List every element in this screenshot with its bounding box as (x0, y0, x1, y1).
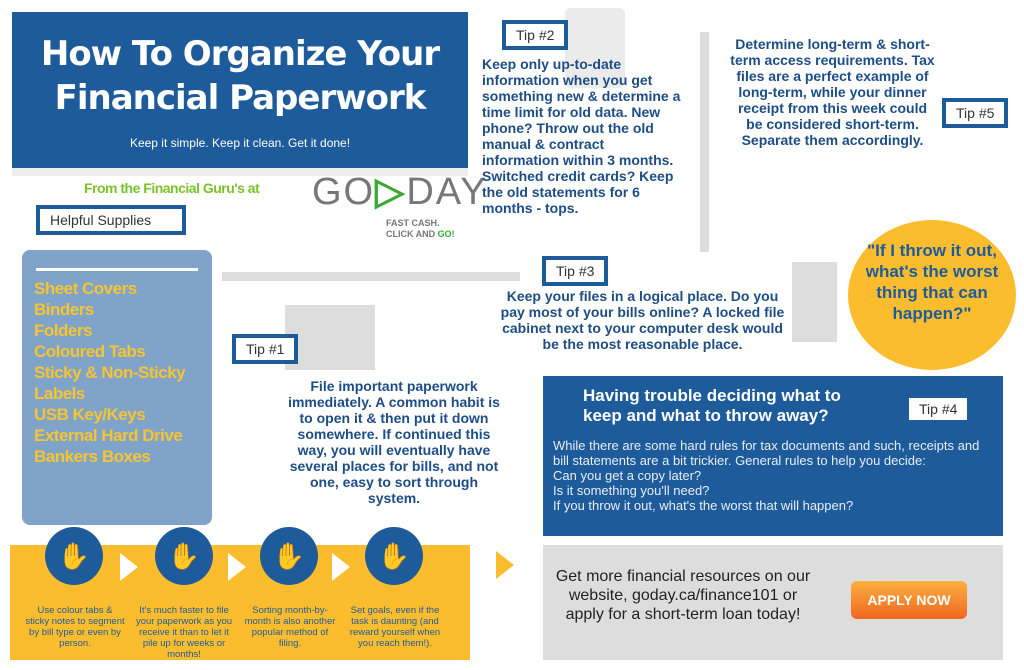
trouble-intro: While there are some hard rules for tax … (553, 438, 980, 468)
supply-item: Folders (34, 321, 92, 340)
tip5-text: Determine long-term & short-term access … (730, 36, 935, 148)
divider (222, 272, 520, 281)
supplies-list: Sheet Covers Binders Folders Coloured Ta… (34, 278, 186, 467)
arrow-icon (120, 553, 138, 581)
steps-band: ✋ ✋ ✋ ✋ Use colour tabs & sticky notes t… (10, 527, 470, 660)
step-text: Set goals, even if the task is daunting … (349, 605, 441, 649)
slogan-line: CLICK AND (386, 229, 438, 239)
step-text: It's much faster to file your paperwork … (135, 605, 233, 660)
question: If you throw it out, what's the worst th… (553, 498, 854, 513)
from-text: From the Financial Guru's at (84, 180, 260, 196)
file-cabinet-icon (792, 262, 837, 342)
divider (12, 168, 468, 176)
supply-item: Coloured Tabs (34, 342, 146, 361)
trouble-body: While there are some hard rules for tax … (553, 438, 993, 513)
question: Can you get a copy later? (553, 468, 702, 483)
tip5-label: Tip #5 (942, 98, 1009, 128)
arrow-icon (228, 553, 246, 581)
slogan-go: GO! (437, 229, 455, 239)
trouble-panel: Having trouble deciding what to keep and… (543, 376, 1003, 536)
money-hand-icon: ✋ (260, 527, 318, 585)
supply-item: External Hard Drive (34, 426, 183, 445)
supply-item: Bankers Boxes (34, 447, 151, 466)
supplies-label: Helpful Supplies (36, 205, 186, 235)
money-hand-icon: ✋ (365, 527, 423, 585)
tip3-text: Keep your files in a logical place. Do y… (500, 288, 785, 352)
divider (36, 268, 198, 271)
tip1-text: File important paperwork immediately. A … (288, 378, 500, 506)
step-text: Sorting month-by-month is also another p… (244, 605, 336, 649)
money-hand-icon: ✋ (155, 527, 213, 585)
supplies-panel: Sheet Covers Binders Folders Coloured Ta… (22, 250, 212, 525)
supply-item: Binders (34, 300, 94, 319)
arrow-icon (496, 551, 514, 579)
cta-text: Get more financial resources on our webs… (555, 568, 811, 623)
apply-now-button[interactable]: APPLY NOW (851, 581, 967, 619)
supply-item: Labels (34, 384, 85, 403)
divider (700, 32, 709, 252)
logo-slogan: FAST CASH.CLICK AND GO! (386, 218, 455, 240)
arrow-icon (332, 553, 350, 581)
supply-item: USB Key/Keys (34, 405, 146, 424)
supply-item: Sticky & Non-Sticky (34, 363, 186, 382)
quote-bubble: "If I throw it out, what's the worst thi… (848, 220, 1016, 370)
clipboard-icon (565, 8, 625, 88)
step-text: Use colour tabs & sticky notes to segmen… (25, 605, 125, 649)
person-icon (285, 305, 375, 370)
supply-item: Sheet Covers (34, 279, 137, 298)
tip4-label: Tip #4 (905, 394, 972, 424)
slogan-line: FAST CASH. (386, 218, 440, 228)
title-line: How To Organize Your (40, 34, 440, 74)
tip3-label: Tip #3 (542, 256, 609, 286)
cta-panel: Get more financial resources on our webs… (543, 545, 1003, 660)
trouble-heading: Having trouble deciding what to keep and… (583, 386, 841, 425)
tip2-label: Tip #2 (502, 20, 569, 50)
question: Is it something you'll need? (553, 483, 710, 498)
tagline: Keep it simple. Keep it clean. Get it do… (129, 136, 351, 150)
goday-logo: GO▷DAY (312, 171, 488, 213)
tip1-label: Tip #1 (232, 334, 299, 364)
money-hand-icon: ✋ (45, 527, 103, 585)
title-line: Financial Paperwork (54, 78, 427, 118)
tip2-text: Keep only up-to-date information when yo… (482, 56, 681, 216)
